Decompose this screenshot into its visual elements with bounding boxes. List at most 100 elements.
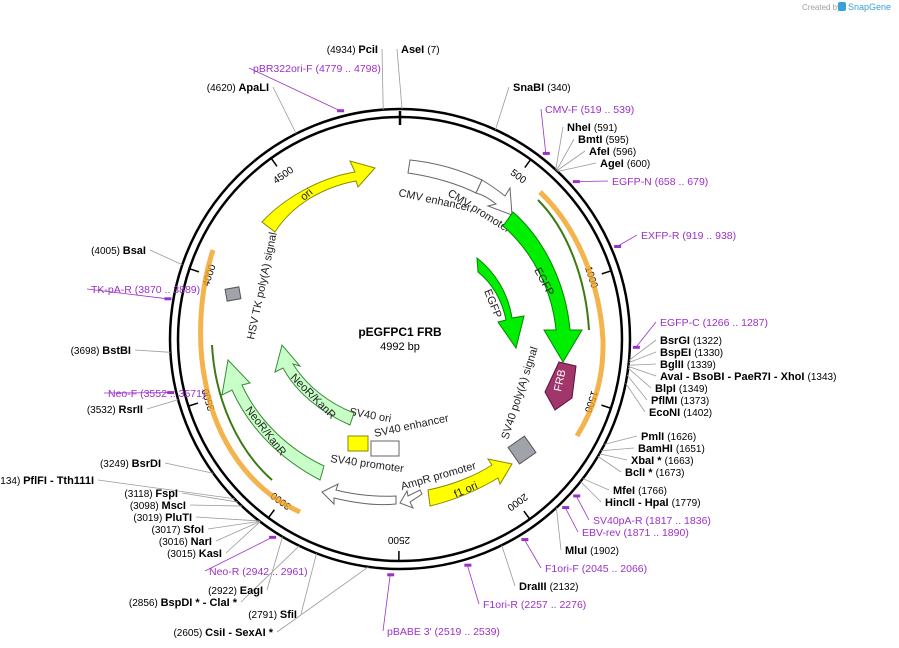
leader-line [207, 520, 260, 530]
restriction-site-label: BmtI (595) [578, 134, 629, 146]
site-position: (1343) [808, 372, 837, 383]
leader-line [501, 545, 516, 587]
site-position: (2132) [550, 582, 579, 593]
restriction-site-label: XbaI * (1663) [631, 455, 694, 467]
primer-label: TK-pA-R (3870 .. 3889) [91, 284, 200, 296]
frb-feature [544, 361, 577, 411]
site-name: NheI [567, 122, 594, 134]
primer-name: SV40pA-R [593, 515, 646, 527]
leader-line [195, 516, 260, 522]
site-name: SnaBI [513, 82, 547, 94]
restriction-site-label: (2605) CsiI - SexAI * [173, 627, 273, 639]
site-name: BsrGI [660, 335, 693, 347]
site-position: (3098) [130, 501, 162, 512]
site-position: (1402) [683, 408, 712, 419]
restriction-site-label: NheI (591) [567, 122, 617, 134]
restriction-site-label: DraIII (2132) [519, 581, 578, 593]
leader-line [628, 351, 657, 364]
site-position: (1663) [665, 456, 694, 467]
restriction-site-label: BlpI (1349) [655, 383, 708, 395]
site-position: (1349) [679, 384, 708, 395]
site-name: BstBI [102, 345, 131, 357]
site-name: NarI [191, 536, 212, 548]
egfp-inner-feature [476, 256, 525, 350]
primer-label: EBV-rev (1871 .. 1890) [582, 527, 689, 539]
primer-label: SV40pA-R (1817 .. 1836) [593, 515, 711, 527]
site-name: BclI * [625, 467, 656, 479]
primer-label: pBABE 3' (2519 .. 2539) [387, 626, 500, 638]
restriction-site-label: PmlI (1626) [641, 431, 696, 443]
restriction-site-label: (3134) PflFI - Tth111I [0, 475, 94, 487]
site-name: PluTI [165, 512, 192, 524]
restriction-site-label: (3019) PluTI [133, 512, 192, 524]
primer-leader [540, 108, 547, 154]
primer-label: F1ori-R (2257 .. 2276) [483, 599, 586, 611]
primer-range: (2519 .. 2539) [435, 626, 500, 638]
leader-line [628, 339, 657, 361]
primer-name: F1ori-R [483, 599, 521, 611]
tick-label: 4500 [271, 165, 296, 187]
tick-mark-3000 [267, 509, 275, 519]
leader-line [495, 86, 510, 130]
site-position: (1339) [687, 360, 716, 371]
site-name: EagI [240, 585, 263, 597]
site-position: (7) [427, 45, 439, 56]
plasmid-length: 4992 bp [380, 341, 420, 353]
restriction-site-label: MfeI (1766) [613, 485, 667, 497]
tick-mark-1500 [601, 404, 612, 409]
primer-mark [562, 506, 570, 510]
egfp-outer-feature [502, 211, 583, 363]
ori-feature [261, 160, 376, 233]
site-position: (1373) [680, 396, 709, 407]
restriction-site-label: (3015) KasI [167, 548, 222, 560]
site-position: (600) [627, 159, 650, 170]
leader-line [604, 435, 638, 445]
site-position: (596) [613, 147, 636, 158]
leader-line [149, 249, 183, 266]
restriction-site-label: PflMI (1373) [651, 395, 709, 407]
site-extra: - Tth111I [47, 475, 94, 487]
site-position: (1651) [676, 444, 705, 455]
leader-line [189, 504, 242, 507]
primer-label: Neo-F (3552 .. 3571) [108, 388, 205, 400]
neo-outer-label: NeoR/KanR [243, 404, 289, 458]
primer-range: (3870 .. 3889) [135, 284, 200, 296]
leader-line [627, 367, 652, 389]
site-position: (3532) [87, 405, 119, 416]
restriction-site-label: AseI (7) [401, 44, 440, 56]
leader-line [266, 536, 283, 591]
cmv-enhancer-feature [407, 159, 483, 194]
primer-range: (1871 .. 1890) [623, 527, 688, 539]
primer-name: EGFP-C [660, 317, 703, 329]
site-name: MluI [565, 545, 590, 557]
site-name: BmtI [578, 134, 606, 146]
primer-leader [564, 507, 579, 533]
leader-line [300, 553, 317, 615]
leader-line [557, 162, 597, 172]
site-position: (2791) [248, 610, 280, 621]
site-position: (595) [606, 135, 629, 146]
leader-line [601, 447, 635, 452]
sv40-enhancer-feature [370, 440, 400, 457]
restriction-site-label: EcoNI (1402) [649, 407, 712, 419]
restriction-site-label: (4620) ApaLI [207, 82, 269, 94]
tick-label: 2500 [387, 534, 410, 545]
primer-leader [248, 67, 341, 112]
primer-name: Neo-R [209, 566, 242, 578]
leader-line [215, 521, 261, 542]
backbone-outer-ring [168, 107, 632, 571]
primer-leader [616, 234, 638, 247]
restriction-site-label: AvaI - BsoBI - PaeR7I - XhoI (1343) [660, 371, 836, 383]
primer-range: (4779 .. 4798) [315, 63, 380, 75]
leader-line [276, 566, 369, 633]
sv40-polya-feature [507, 435, 537, 465]
restriction-site-label: BsrGI (1322) [660, 335, 722, 347]
site-position: (3134) [0, 476, 23, 487]
primer-mark [572, 180, 580, 184]
site-name: AvaI - BsoBI - PaeR7I - XhoI [660, 371, 808, 383]
primer-mark [542, 151, 550, 155]
site-name: BlpI [655, 383, 679, 395]
site-position: (1330) [694, 348, 723, 359]
site-name: PciI [358, 44, 378, 56]
